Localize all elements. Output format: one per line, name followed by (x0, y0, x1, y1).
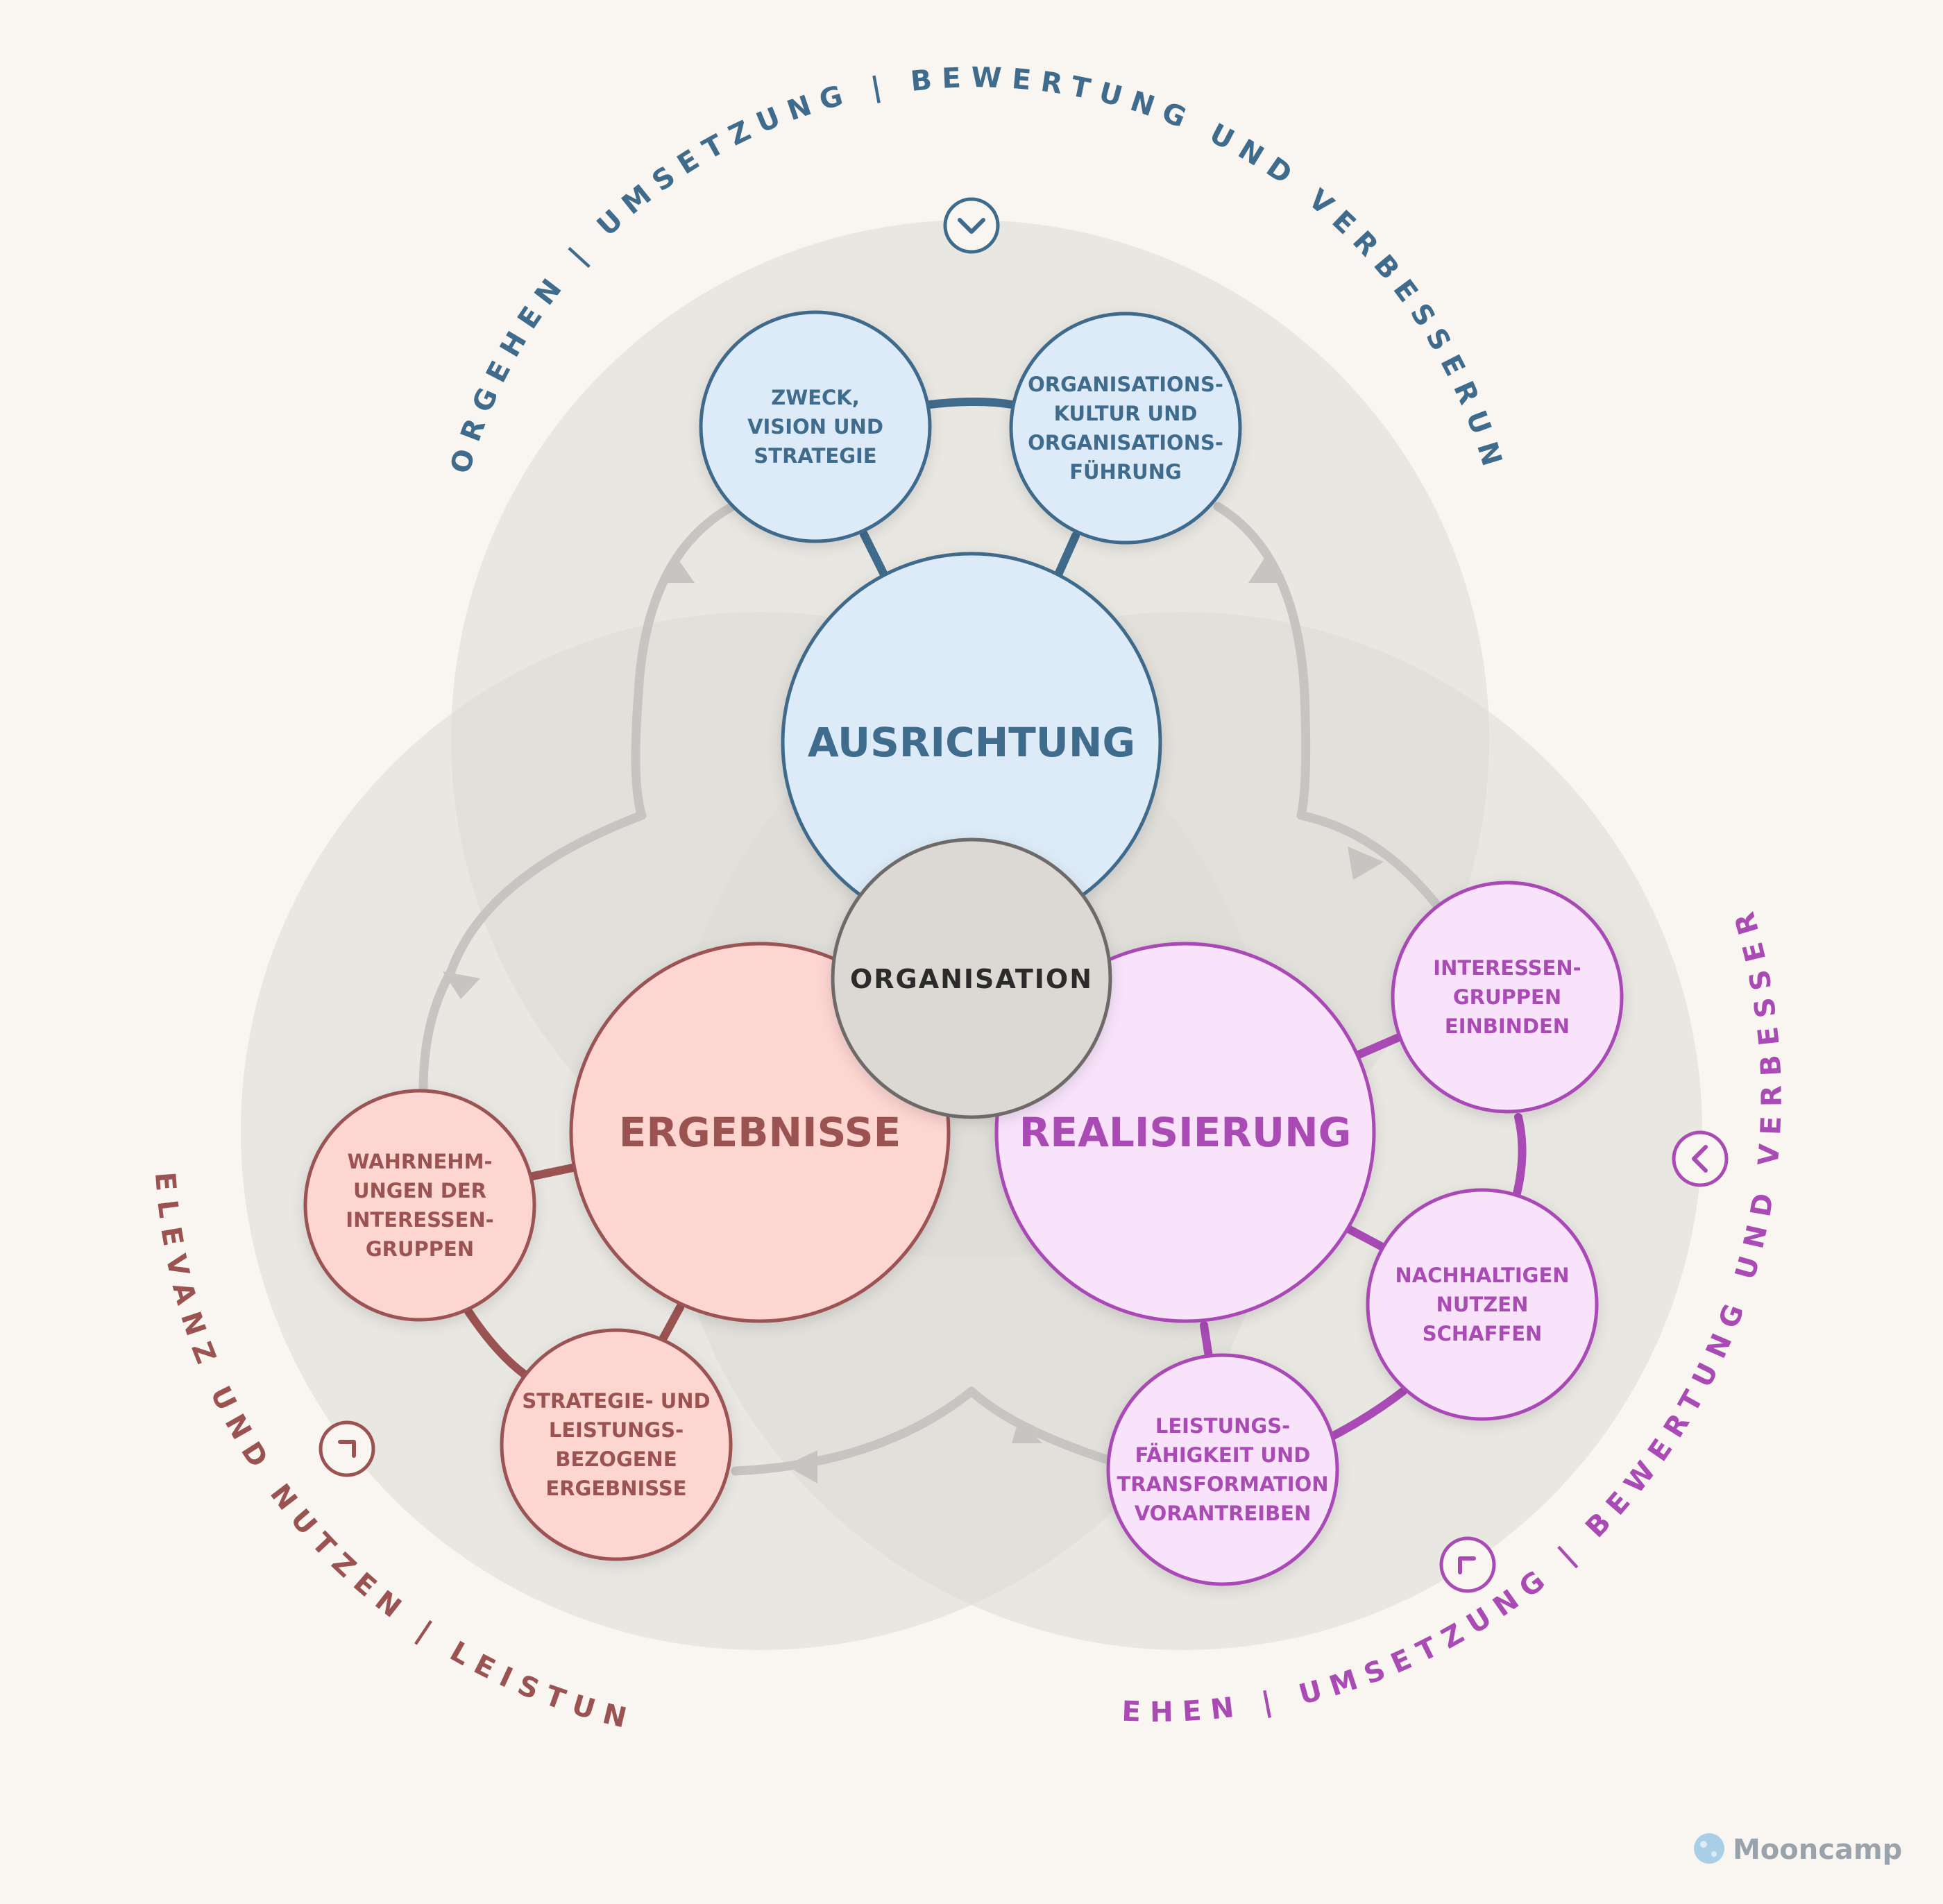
label-line: KULTUR UND (1054, 402, 1198, 425)
label-line: NACHHALTIGEN (1395, 1264, 1569, 1287)
label-line: UNGEN DER (353, 1179, 486, 1202)
arrowhead-bottom-left (786, 1450, 817, 1484)
moon-icon (1694, 1833, 1724, 1864)
connector-ausrichtung-kultur (1054, 532, 1080, 579)
arrow-path-right-lower (1296, 810, 1445, 914)
ausrichtung-label: AUSRICHTUNG (808, 719, 1135, 766)
label-line: VISION UND (747, 415, 883, 439)
arrowhead-right-lower (1348, 847, 1384, 880)
sub-circle-strategie-ergebnisse[interactable] (500, 1328, 733, 1561)
label-line: BEZOGENE (555, 1447, 677, 1471)
connector-realisierung-sub-lower (1321, 1387, 1407, 1444)
label-line: GRUPPEN (1453, 985, 1561, 1009)
connector-ergebnisse-strategie (659, 1303, 684, 1343)
flow-arrows (418, 502, 1445, 1476)
label-line: EINBINDEN (1445, 1014, 1570, 1038)
arrowhead-bottom-right (1012, 1420, 1042, 1443)
sub-label-organisationskultur: ORGANISATIONS- KULTUR UND ORGANISATIONS- FÜ… (1028, 373, 1223, 484)
label-line: INTERESSEN- (346, 1208, 493, 1232)
connector-ausrichtung-sub (926, 398, 1016, 409)
label-line: GRUPPEN (366, 1237, 474, 1261)
label-line: ORGANISATIONS- (1028, 373, 1223, 396)
realisierung-label: REALISIERUNG (1019, 1109, 1352, 1156)
label-line: STRATEGIE (754, 444, 876, 468)
sub-circle-interessengruppen[interactable] (1391, 881, 1624, 1114)
sub-circle-wahrnehmungen[interactable] (303, 1089, 536, 1322)
connector-ergebnisse-wahrnehmungen (529, 1163, 580, 1180)
brand-logo: Mooncamp (1694, 1833, 1902, 1866)
sub-circle-leistungsfaehigkeit[interactable] (1106, 1353, 1339, 1586)
label-line: INTERESSEN- (1433, 956, 1581, 980)
connector-realisierung-nachhaltig (1346, 1225, 1386, 1251)
organisation-circle[interactable] (831, 838, 1112, 1119)
arrow-path-bottom-left (731, 1386, 976, 1476)
chevron-down-icon (943, 197, 1000, 254)
chevron-up-left-icon (1439, 1536, 1496, 1593)
label-line: LEISTUNGS- (549, 1418, 684, 1442)
sub-label-leistungsfaehigkeit: LEISTUNGS- FÄHIGKEIT UND TRANSFORMATION VOR… (1117, 1414, 1328, 1525)
label-line: WAHRNEHM- (348, 1150, 493, 1173)
organisation-label: ORGANISATION (850, 964, 1093, 994)
label-line: LEISTUNGS- (1155, 1414, 1290, 1438)
arrowhead-left-lower (443, 971, 480, 999)
label-line: VORANTREIBEN (1135, 1502, 1312, 1525)
ausrichtung-group: AUSRICHTUNG ZWECK, VISION UND STRATEGIE OR… (699, 310, 1242, 933)
sub-circle-zweck[interactable] (699, 310, 932, 543)
connector-realisierung-leistung (1200, 1321, 1213, 1361)
ergebnisse-group: ERGEBNISSE WAHRNEHM- UNGEN DER INTERESSEN-… (303, 942, 951, 1561)
label-line: FÜHRUNG (1069, 460, 1182, 484)
connector-realisierung-interessen (1355, 1032, 1405, 1059)
label-line: NUTZEN (1436, 1293, 1529, 1316)
sub-label-interessengruppen: INTERESSEN- GRUPPEN EINBINDEN (1433, 956, 1581, 1038)
connector-ausrichtung-zweck (860, 530, 889, 580)
label-line: STRATEGIE- UND (522, 1389, 710, 1413)
connectors (464, 398, 1527, 1444)
sub-circle-nachhaltigen-nutzen[interactable] (1366, 1188, 1599, 1421)
label-line: ORGANISATIONS- (1028, 431, 1223, 454)
center-group: ORGANISATION (831, 838, 1112, 1119)
label-line: FÄHIGKEIT UND (1135, 1443, 1311, 1467)
arrow-path-left-upper (631, 502, 737, 820)
connector-ergebnisse-sub (464, 1307, 528, 1378)
label-line: ZWECK, (771, 386, 860, 409)
connector-realisierung-sub-upper (1513, 1113, 1527, 1198)
sub-label-wahrnehmungen: WAHRNEHM- UNGEN DER INTERESSEN- GRUPPEN (346, 1150, 493, 1261)
arrow-path-bottom-right (967, 1386, 1115, 1465)
label-line: TRANSFORMATION (1117, 1472, 1328, 1496)
arrow-path-right-upper (1213, 502, 1311, 820)
sub-circle-organisationskultur[interactable] (1009, 312, 1242, 545)
label-line: ERGEBNISSE (545, 1477, 686, 1500)
sub-label-zweck: ZWECK, VISION UND STRATEGIE (747, 386, 883, 468)
chevron-left-icon (1672, 1130, 1729, 1187)
sub-label-strategie-ergebnisse: STRATEGIE- UND LEISTUNGS- BEZOGENE ERGEBNIS… (522, 1389, 710, 1500)
label-line: SCHAFFEN (1423, 1322, 1543, 1345)
brand-name: Mooncamp (1733, 1834, 1902, 1866)
arrow-path-left-lower (418, 810, 647, 1094)
sub-label-nachhaltigen-nutzen: NACHHALTIGEN NUTZEN SCHAFFEN (1395, 1264, 1569, 1345)
ergebnisse-label: ERGEBNISSE (619, 1109, 901, 1156)
arrowhead-right-upper (1248, 555, 1280, 583)
chevron-up-right-icon (319, 1420, 375, 1477)
arrowhead-left-upper (663, 555, 695, 583)
flow-arrowheads (443, 555, 1384, 1484)
